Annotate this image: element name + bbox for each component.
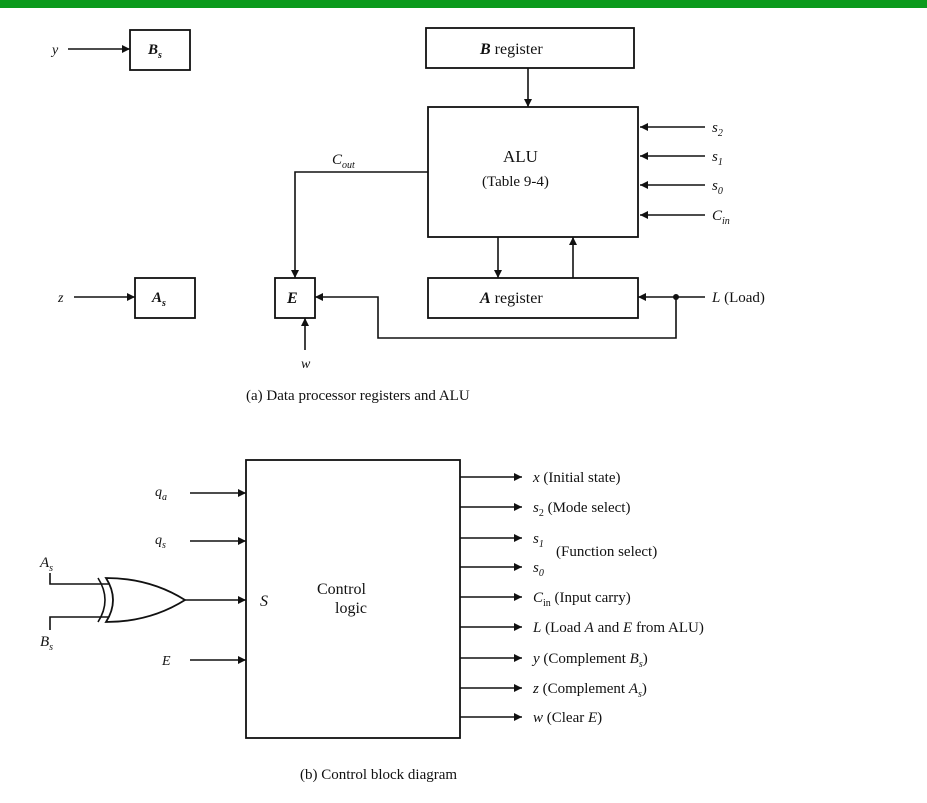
load-to-e-line bbox=[315, 293, 677, 339]
qa-label: qa bbox=[155, 485, 167, 503]
s1-output-label: s1 bbox=[533, 531, 544, 550]
s2-output-label: s2 (Mode select) bbox=[533, 500, 630, 519]
b-register-box bbox=[425, 27, 635, 69]
a-register-box bbox=[427, 277, 639, 319]
function-select-label: (Function select) bbox=[556, 544, 657, 560]
y-input-label: y bbox=[50, 43, 59, 58]
qs-label: qs bbox=[155, 533, 166, 551]
xor-input-a-wire bbox=[49, 573, 110, 585]
s-input-label: S bbox=[260, 593, 268, 610]
load-label: L (Load) bbox=[711, 290, 765, 306]
xor-extra-curve bbox=[97, 577, 106, 623]
alu-box bbox=[427, 106, 639, 238]
bs-box-label: Bs bbox=[147, 42, 162, 61]
a-register-label: A register bbox=[479, 290, 543, 307]
bs-box bbox=[129, 29, 191, 71]
b-register-label: B register bbox=[479, 41, 543, 58]
top-accent-bar bbox=[0, 0, 927, 8]
y-output-label: y (Complement Bs) bbox=[531, 651, 648, 670]
xor-gate bbox=[104, 577, 187, 623]
as-box-label: As bbox=[151, 290, 166, 309]
control-logic-line2: logic bbox=[335, 600, 367, 617]
cin-output-label: Cin (Input carry) bbox=[533, 590, 631, 609]
z-output-label: z (Complement As) bbox=[532, 681, 647, 700]
caption-a: (a) Data processor registers and ALU bbox=[246, 388, 470, 404]
e-input-label: E bbox=[161, 654, 171, 669]
cin-label: Cin bbox=[712, 208, 730, 227]
w-output-label: w (Clear E) bbox=[533, 710, 602, 726]
xor-as-label: As bbox=[39, 555, 53, 574]
alu-table-ref: (Table 9-4) bbox=[482, 174, 549, 190]
e-box bbox=[274, 277, 316, 319]
alu-title: ALU bbox=[503, 147, 538, 166]
e-box-label: E bbox=[286, 290, 298, 307]
control-logic-box bbox=[245, 459, 461, 739]
xor-bs-label: Bs bbox=[40, 634, 53, 653]
xor-input-b-wire bbox=[49, 616, 110, 630]
w-input-label: w bbox=[301, 357, 311, 372]
s2-label: s2 bbox=[712, 120, 723, 139]
l-output-label: L (Load A and E from ALU) bbox=[532, 620, 704, 636]
as-box bbox=[134, 277, 196, 319]
s1-label: s1 bbox=[712, 149, 723, 168]
s0-output-label: s0 bbox=[533, 560, 544, 579]
s0-label: s0 bbox=[712, 178, 723, 197]
cout-line bbox=[291, 171, 428, 278]
x-output-label: x (Initial state) bbox=[532, 470, 620, 486]
control-logic-line1: Control bbox=[317, 581, 366, 598]
z-input-label: z bbox=[57, 291, 64, 306]
cout-label: Cout bbox=[332, 152, 355, 171]
caption-b: (b) Control block diagram bbox=[300, 767, 457, 783]
